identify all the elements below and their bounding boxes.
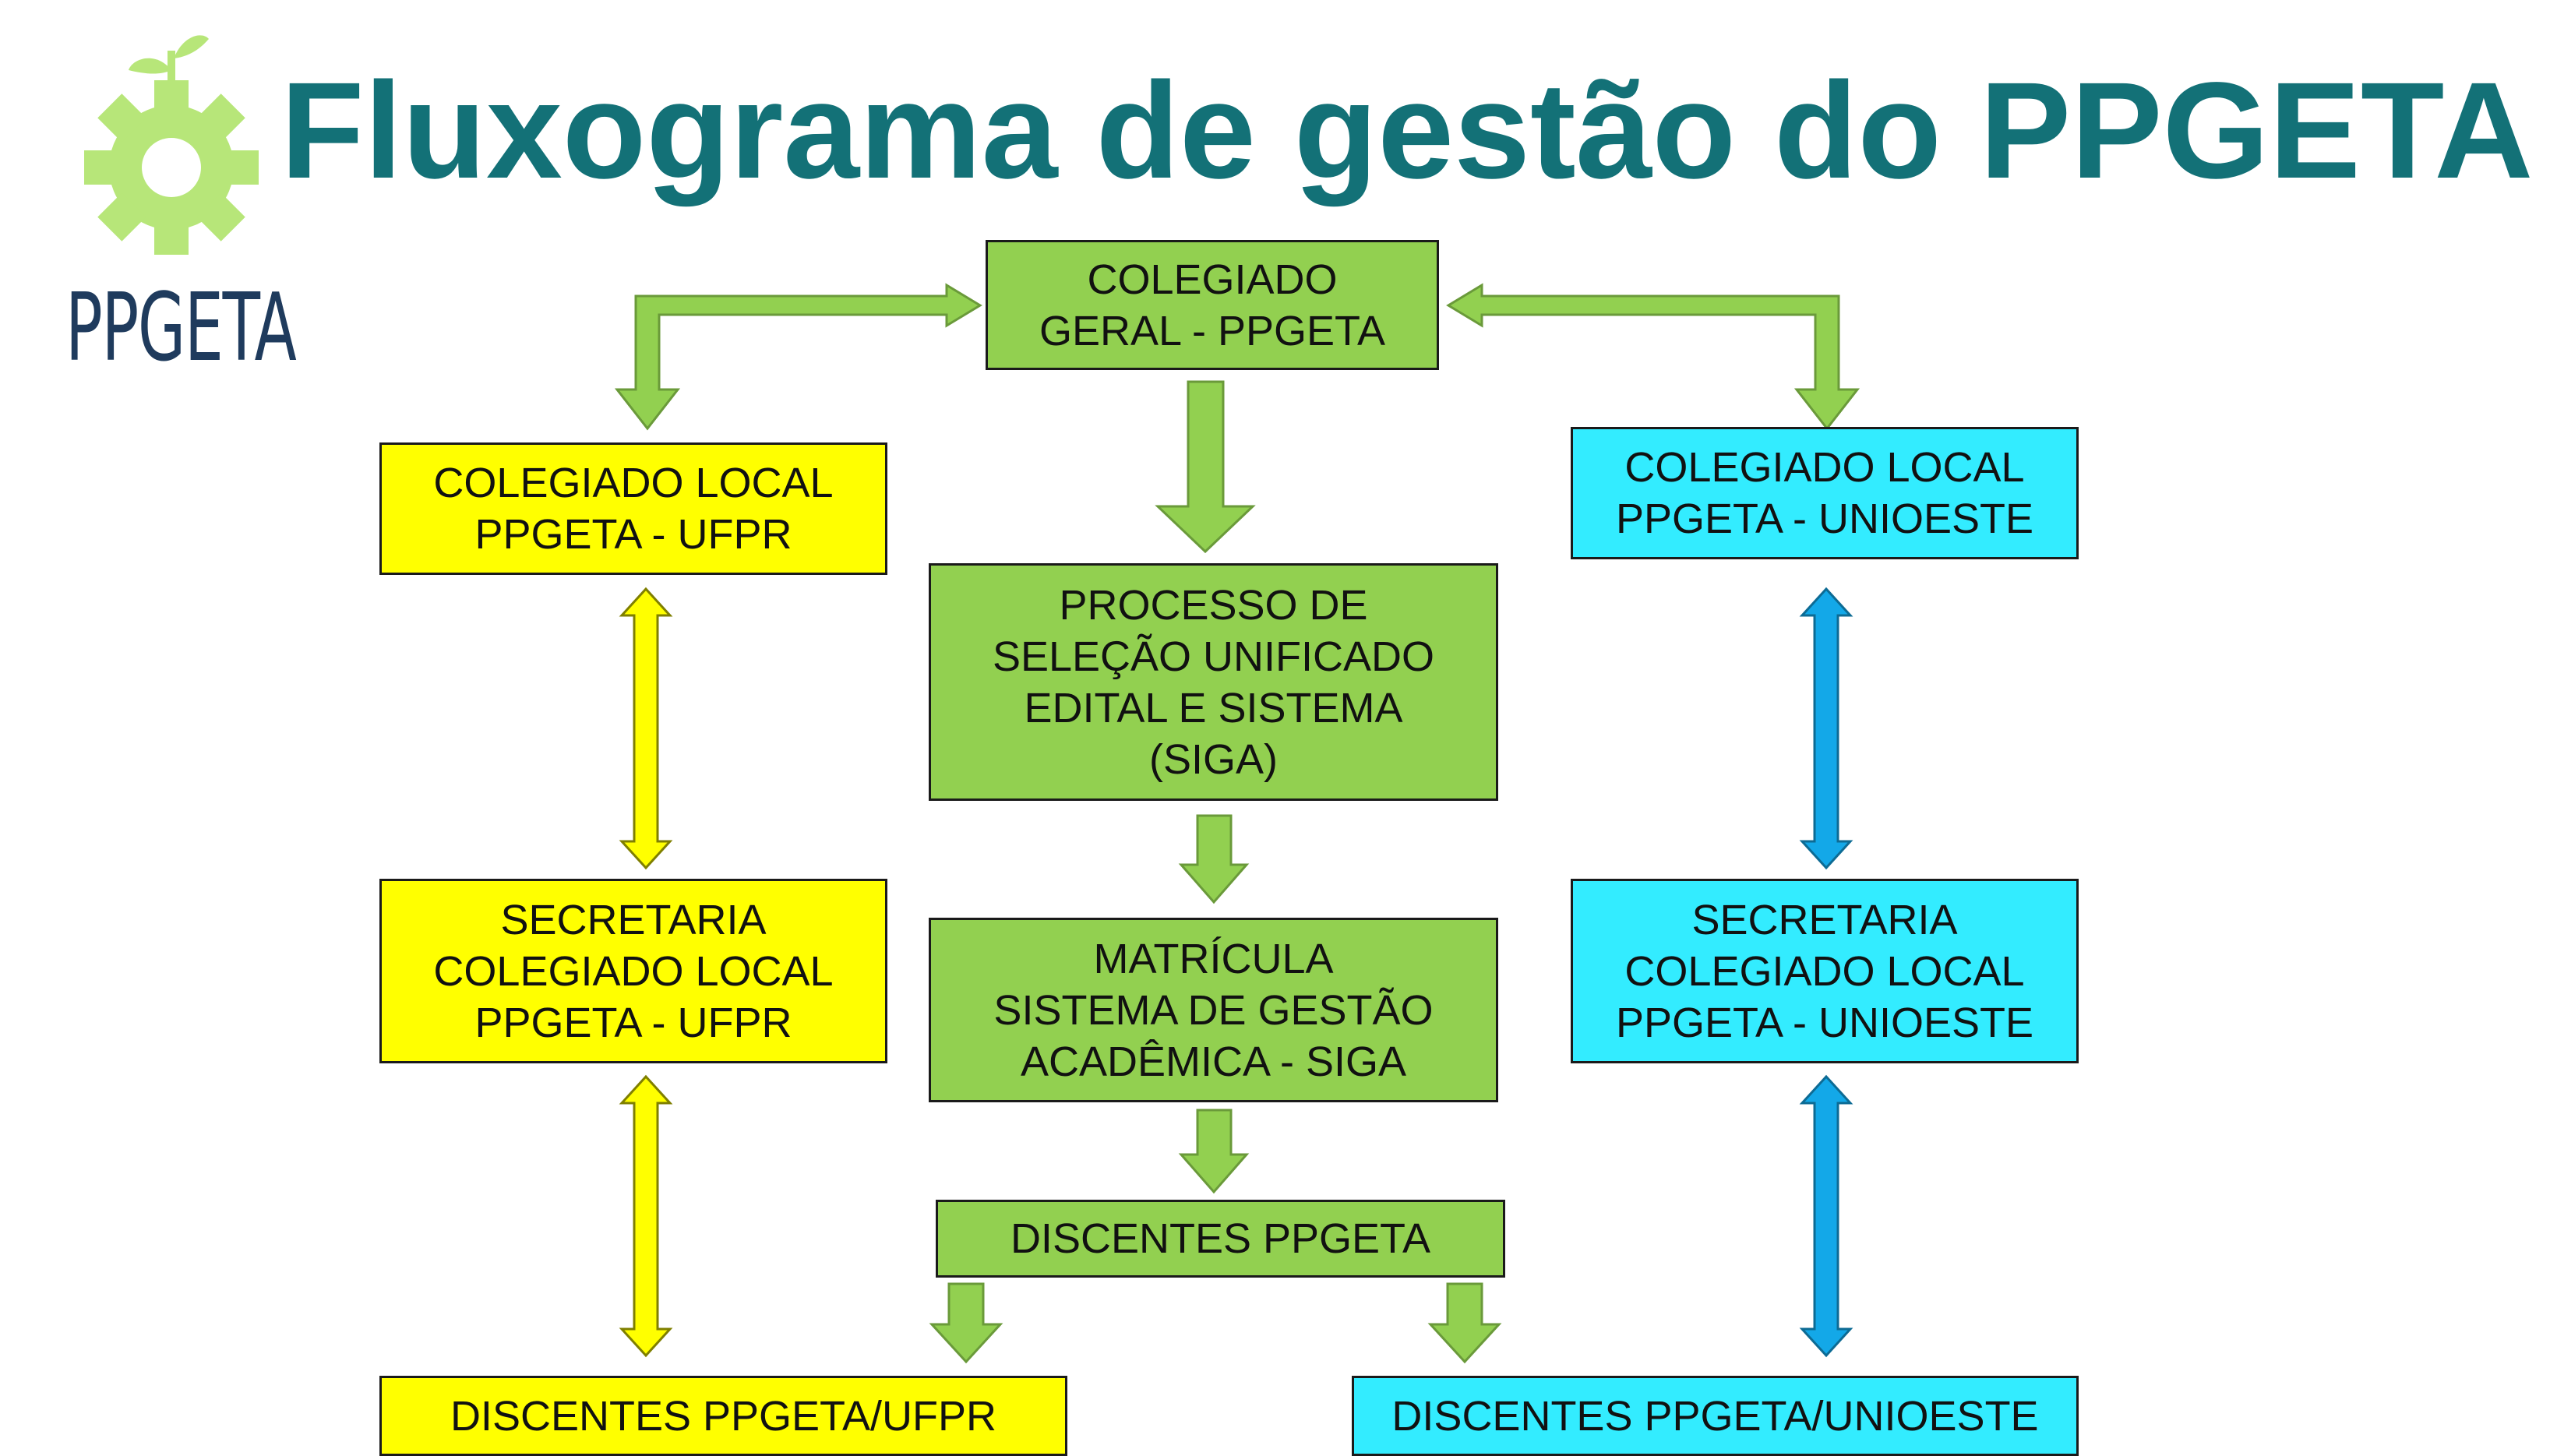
node-colegiado-unioeste: COLEGIADO LOCAL PPGETA - UNIOESTE <box>1571 427 2079 559</box>
connector-geral-unioeste-arrow <box>1446 283 1860 431</box>
arrow-ufpr-secretaria-discentes <box>619 1074 673 1358</box>
arrow-unioeste-colegiado-secretaria <box>1799 587 1853 870</box>
node-processo-selecao: PROCESSO DE SELEÇÃO UNIFICADO EDITAL E S… <box>929 563 1498 801</box>
arrow-geral-to-processo <box>1155 380 1256 554</box>
arrow-processo-to-matricula <box>1178 814 1250 904</box>
connector-geral-ufpr-arrow <box>614 283 982 431</box>
node-discentes-ufpr: DISCENTES PPGETA/UFPR <box>379 1376 1067 1456</box>
node-secretaria-ufpr: SECRETARIA COLEGIADO LOCAL PPGETA - UFPR <box>379 879 887 1063</box>
node-colegiado-geral: COLEGIADO GERAL - PPGETA <box>986 240 1439 370</box>
node-matricula: MATRÍCULA SISTEMA DE GESTÃO ACADÊMICA - … <box>929 918 1498 1102</box>
node-colegiado-ufpr: COLEGIADO LOCAL PPGETA - UFPR <box>379 442 887 575</box>
arrow-matricula-to-discentes <box>1178 1109 1250 1194</box>
node-discentes: DISCENTES PPGETA <box>936 1200 1505 1278</box>
node-discentes-unioeste: DISCENTES PPGETA/UNIOESTE <box>1352 1376 2079 1456</box>
logo-text: PPGETA <box>65 274 297 383</box>
arrow-ufpr-colegiado-secretaria <box>619 587 673 870</box>
arrow-unioeste-secretaria-discentes <box>1799 1074 1853 1358</box>
page-title: Fluxograma de gestão do PPGETA <box>280 55 2534 207</box>
gear-sprout-icon <box>84 35 259 255</box>
arrow-discentes-to-unioeste <box>1427 1282 1502 1364</box>
node-secretaria-unioeste: SECRETARIA COLEGIADO LOCAL PPGETA - UNIO… <box>1571 879 2079 1063</box>
arrow-discentes-to-ufpr <box>929 1282 1003 1364</box>
